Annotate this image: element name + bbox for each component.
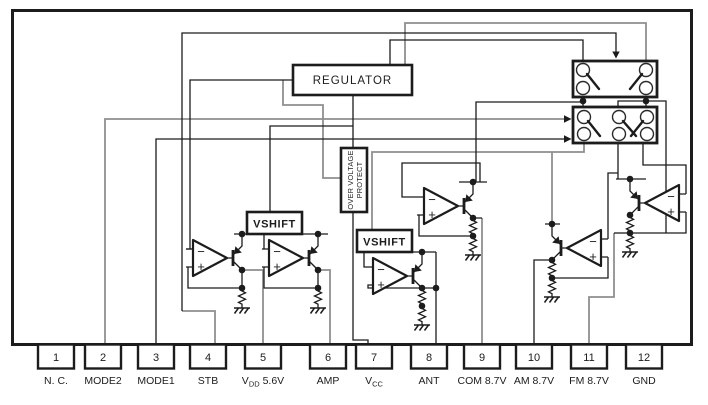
switch-contact	[638, 80, 654, 96]
fm-amp: − +	[616, 178, 687, 258]
opamp-minus-label: −	[197, 244, 205, 259]
pin-3: 3 MODE1	[136, 343, 176, 387]
pin-number: 9	[479, 352, 485, 364]
opamp-minus-label: −	[589, 234, 597, 249]
switch-lever	[629, 119, 645, 138]
arrow-into-switch-bottom-row	[564, 135, 572, 143]
ic-body-border	[11, 9, 693, 346]
transistor-arrow	[310, 246, 318, 254]
pin-number: 7	[371, 352, 377, 364]
pin-number: 10	[528, 352, 540, 364]
ant-amp: − +	[417, 181, 487, 261]
over-voltage-label-line2: PROTECT	[355, 161, 364, 198]
pin-8: 8 ANT	[409, 343, 449, 387]
pin-label: COM 8.7V	[457, 375, 506, 387]
pin-number: 6	[325, 352, 331, 364]
ground-icon	[543, 296, 560, 303]
arrow-into-upper-switch	[612, 51, 620, 59]
pin-label: STB	[198, 375, 218, 387]
transistor-arrow	[234, 246, 242, 254]
vshift-left-label: VSHIFT	[253, 219, 296, 231]
junction-dots	[238, 97, 650, 310]
ground-icon	[309, 307, 326, 314]
opamp-plus-label: +	[197, 259, 205, 274]
wires-gray	[104, 22, 647, 345]
transistor-arrow	[414, 264, 422, 272]
pin-number: 3	[153, 352, 159, 364]
switch-matrix-lower	[571, 105, 659, 145]
switch-lever	[585, 72, 601, 91]
opamp-minus-label: −	[377, 262, 385, 277]
pin-12: 12 GND	[624, 343, 664, 387]
switch-contact	[575, 80, 591, 96]
pin-number: 2	[100, 352, 106, 364]
pin-11: 11 FM 8.7V	[569, 343, 609, 387]
vshift-left-block: VSHIFT	[245, 210, 304, 236]
pin-number: 4	[205, 352, 211, 364]
control-arrowheads	[564, 51, 620, 143]
arrow-into-switch-top-row	[564, 115, 572, 123]
transistor-arrow	[465, 194, 473, 202]
regulator-block: REGULATOR	[291, 63, 414, 97]
pin-label: GND	[632, 375, 656, 387]
transistor-arrow	[552, 236, 560, 244]
pin-number: 12	[638, 352, 650, 364]
pin-label: AM 8.7V	[514, 375, 554, 387]
pin-number: 8	[426, 352, 432, 364]
vshift-right-block: VSHIFT	[355, 228, 414, 254]
opamp-plus-label: +	[589, 249, 597, 264]
pin-4: 4 STB	[188, 343, 228, 387]
pin-label: ANT	[419, 375, 441, 387]
pin-label: FM 8.7V	[569, 375, 609, 387]
opamp-plus-label: +	[273, 259, 281, 274]
pin-label: MODE2	[84, 375, 122, 387]
pin-2: 2 MODE2	[83, 343, 123, 387]
pin-label: N. C.	[44, 375, 68, 387]
opamp-minus-label: −	[428, 192, 436, 207]
amp-pin6-amp: − +	[262, 233, 328, 314]
am-amp: − +	[543, 223, 609, 303]
regulator-label: REGULATOR	[313, 75, 393, 87]
ground-icon	[413, 324, 430, 331]
pin-number: 5	[260, 352, 266, 364]
pin-label: AMP	[317, 375, 340, 387]
ground-icon	[621, 251, 638, 258]
pin-10: 10 AM 8.7V	[514, 343, 554, 387]
pin-label: VCC	[365, 375, 383, 389]
opamp-minus-label: −	[667, 189, 675, 204]
vshift-right-label: VSHIFT	[363, 237, 406, 249]
pin-1: 1 N. C.	[36, 343, 76, 387]
switch-lever	[586, 119, 602, 138]
ground-icon	[464, 254, 481, 261]
over-voltage-protect-block: OVER VOLTAGE PROTECT	[339, 146, 369, 214]
switch-contact	[576, 126, 592, 142]
pin-label: MODE1	[137, 375, 175, 387]
switch-lever	[628, 72, 644, 91]
transistor-arrow	[630, 191, 638, 199]
switch-contact	[611, 126, 627, 142]
switch-contact	[639, 126, 655, 142]
pin-7: 7 VCC	[354, 343, 394, 389]
pin-number: 11	[583, 352, 594, 364]
over-voltage-label-line1: OVER VOLTAGE	[346, 150, 355, 209]
switch-matrix-upper	[571, 59, 659, 99]
pin-number: 1	[53, 352, 59, 364]
pin-5: 5 VDD 5.6V	[242, 343, 284, 389]
pin-6: 6 AMP	[308, 343, 348, 387]
pin-label: VDD 5.6V	[242, 375, 284, 389]
pin-9: 9 COM 8.7V	[457, 343, 507, 387]
opamp-plus-label: +	[377, 277, 385, 292]
opamp-plus-label: +	[428, 207, 436, 222]
ground-icon	[233, 307, 250, 314]
opamp-minus-label: −	[273, 244, 281, 259]
opamp-plus-label: +	[667, 204, 675, 219]
